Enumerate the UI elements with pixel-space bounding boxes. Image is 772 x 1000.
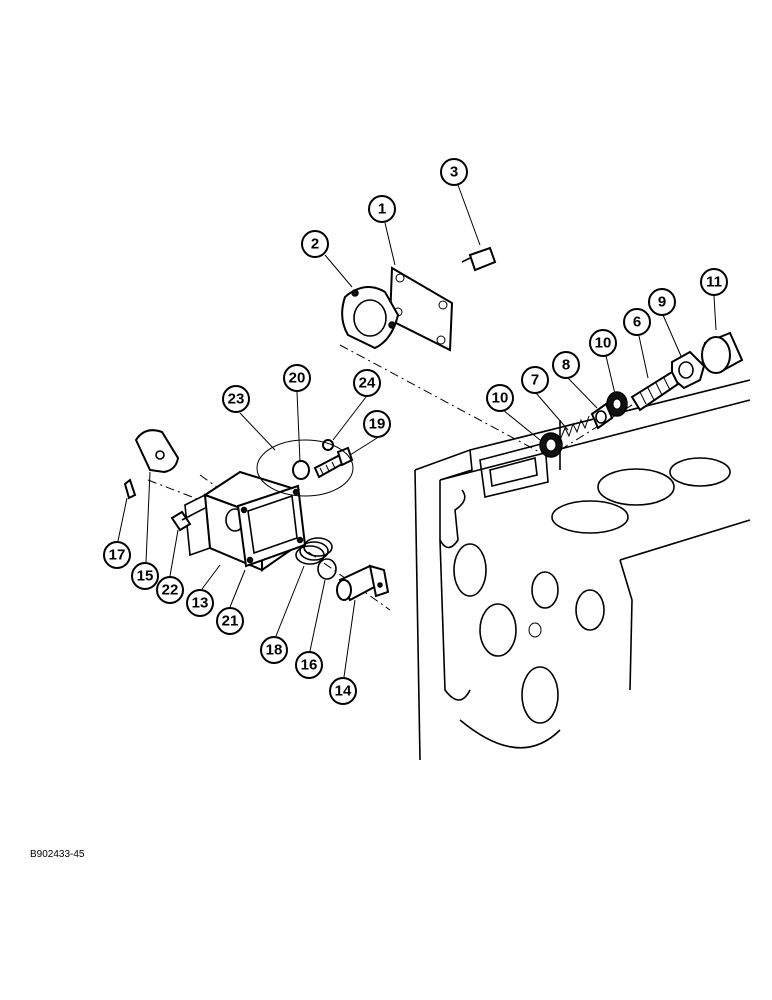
o-ring-16: [317, 558, 337, 580]
callout-15: 15: [131, 562, 159, 590]
shaft-14: [336, 564, 390, 602]
nut-20: [292, 460, 310, 480]
lever-15: [134, 429, 180, 474]
callout-18: 18: [260, 636, 288, 664]
spring-7: [559, 415, 590, 441]
callout-1: 1: [368, 195, 396, 223]
flange-gasket: [341, 286, 400, 350]
washer-10a: [606, 391, 628, 417]
svg-text:7: 7: [531, 372, 539, 389]
bolt-22: [170, 507, 206, 532]
engine-block: [414, 379, 751, 761]
callout-9: 9: [648, 288, 676, 316]
callout-10b: 10: [486, 384, 514, 412]
leader-lines: [117, 184, 717, 678]
callout-6: 6: [623, 308, 651, 336]
nut-9: [671, 350, 706, 390]
cap-screw-3: [461, 246, 497, 272]
washer-10b: [539, 432, 563, 458]
spring-18: [295, 537, 333, 565]
figure-code: B902433-45: [30, 849, 85, 860]
svg-text:6: 6: [633, 314, 641, 331]
pin-17: [123, 478, 137, 500]
screw-19: [313, 446, 354, 479]
svg-text:8: 8: [562, 357, 570, 374]
svg-text:1: 1: [378, 201, 386, 218]
svg-text:13: 13: [192, 595, 209, 612]
callout-7: 7: [521, 366, 549, 394]
svg-text:9: 9: [658, 294, 666, 311]
cap-11: [701, 331, 744, 374]
svg-text:21: 21: [222, 613, 239, 630]
svg-text:19: 19: [369, 416, 386, 433]
callout-3: 3: [440, 158, 468, 186]
svg-text:14: 14: [335, 683, 352, 700]
adjusting-screw-6: [630, 370, 680, 412]
svg-text:17: 17: [109, 547, 126, 564]
callout-21: 21: [216, 607, 244, 635]
callout-16: 16: [295, 651, 323, 679]
svg-text:15: 15: [137, 568, 154, 585]
svg-text:23: 23: [228, 391, 245, 408]
callout-2: 2: [301, 230, 329, 258]
callout-23: 23: [222, 385, 250, 413]
svg-text:22: 22: [162, 582, 179, 599]
callout-24: 24: [353, 369, 381, 397]
svg-text:18: 18: [266, 642, 283, 659]
svg-text:10: 10: [595, 335, 612, 352]
callout-14: 14: [329, 677, 357, 705]
callout-8: 8: [552, 351, 580, 379]
callout-20: 20: [283, 364, 311, 392]
plunger-8: [590, 402, 614, 430]
svg-text:16: 16: [301, 657, 318, 674]
svg-text:2: 2: [311, 236, 319, 253]
gasket-21: [236, 484, 307, 568]
callout-11: 11: [700, 268, 728, 296]
cover-plate: [388, 266, 454, 352]
group-outline-23: [256, 439, 354, 497]
callout-22: 22: [156, 576, 184, 604]
svg-text:11: 11: [706, 274, 722, 291]
callout-10a: 10: [589, 329, 617, 357]
svg-text:20: 20: [289, 370, 306, 387]
callout-13: 13: [186, 589, 214, 617]
svg-text:24: 24: [359, 375, 376, 392]
callout-17: 17: [103, 541, 131, 569]
svg-text:10: 10: [492, 390, 509, 407]
svg-text:3: 3: [450, 164, 458, 181]
callout-19: 19: [363, 410, 391, 438]
